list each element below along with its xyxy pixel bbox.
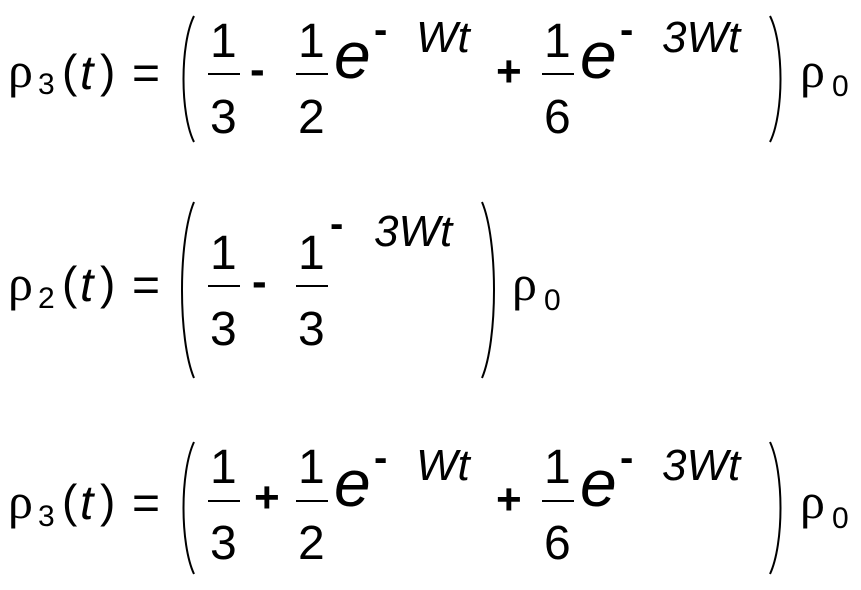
fraction-numerator: 1 xyxy=(298,227,325,280)
exponent-sign: - xyxy=(374,436,388,480)
exponential-base: e xyxy=(334,18,371,92)
rho-subscript: 2 xyxy=(38,282,55,315)
equation-2: ρ 2 ( t ) = 1 3 - 1 3 - 3Wt ρ 0 xyxy=(0,196,861,386)
exponential-base: e xyxy=(334,446,371,520)
big-right-paren xyxy=(481,201,495,379)
time-variable: t xyxy=(80,259,94,312)
fraction-numerator: 1 xyxy=(298,15,325,68)
big-left-paren xyxy=(182,15,195,143)
rho-symbol: ρ xyxy=(8,42,33,98)
close-paren: ) xyxy=(100,257,116,309)
exponent-sign: - xyxy=(620,436,634,480)
fraction-bar xyxy=(296,73,328,75)
close-paren: ) xyxy=(100,45,116,97)
exponent-sign: - xyxy=(330,202,344,246)
rho-subscript: 3 xyxy=(38,500,55,533)
operator: + xyxy=(496,47,522,96)
fraction-bar xyxy=(296,500,328,502)
equals-sign: = xyxy=(132,477,161,530)
fraction-denominator: 3 xyxy=(298,303,325,356)
equation-3: ρ 3 ( t ) = 1 3 + 1 2 e - Wt + 1 6 e - 3… xyxy=(0,430,861,590)
close-paren: ) xyxy=(100,475,116,527)
fraction-denominator: 3 xyxy=(210,91,237,144)
equals-sign: = xyxy=(132,259,161,312)
fraction-denominator: 3 xyxy=(210,517,237,570)
big-left-paren xyxy=(181,201,195,379)
rho-symbol: ρ xyxy=(512,255,537,311)
fraction-bar xyxy=(208,73,240,75)
fraction-bar xyxy=(208,500,240,502)
fraction-denominator: 3 xyxy=(210,303,237,356)
open-paren: ( xyxy=(62,257,78,309)
fraction-bar xyxy=(542,73,574,75)
exponential-base: e xyxy=(580,18,617,92)
rho-symbol: ρ xyxy=(8,473,33,529)
fraction-bar xyxy=(296,285,328,287)
big-left-paren xyxy=(182,441,195,575)
equation-1: ρ 3 ( t ) = 1 3 - 1 2 e - Wt + 1 6 e - 3… xyxy=(0,0,861,160)
operator: + xyxy=(254,473,280,522)
rho-symbol: ρ xyxy=(800,473,825,529)
fraction-denominator: 2 xyxy=(298,91,325,144)
fraction-denominator: 2 xyxy=(298,517,325,570)
time-variable: t xyxy=(80,47,94,100)
exponent: Wt xyxy=(416,441,470,490)
exponent-sign: - xyxy=(620,8,634,52)
exponent: Wt xyxy=(416,13,470,62)
fraction-bar xyxy=(208,285,240,287)
exponent: 3Wt xyxy=(374,207,453,256)
fraction-denominator: 6 xyxy=(544,517,571,570)
big-right-paren xyxy=(769,15,782,143)
rho-symbol: ρ xyxy=(8,255,33,311)
time-variable: t xyxy=(80,477,94,530)
rho-subscript: 0 xyxy=(832,502,849,535)
operator: - xyxy=(250,45,265,94)
operator: - xyxy=(252,257,267,306)
fraction-numerator: 1 xyxy=(210,227,237,280)
big-right-paren xyxy=(769,441,782,575)
open-paren: ( xyxy=(62,475,78,527)
rho-subscript: 0 xyxy=(832,70,849,103)
exponent-sign: - xyxy=(374,8,388,52)
rho-subscript: 0 xyxy=(544,284,561,317)
rho-subscript: 3 xyxy=(38,68,55,101)
fraction-numerator: 1 xyxy=(210,15,237,68)
fraction-numerator: 1 xyxy=(210,441,237,494)
operator: + xyxy=(496,475,522,524)
exponent: 3Wt xyxy=(662,13,741,62)
fraction-denominator: 6 xyxy=(544,91,571,144)
fraction-numerator: 1 xyxy=(298,441,325,494)
exponent: 3Wt xyxy=(662,441,741,490)
fraction-numerator: 1 xyxy=(544,441,571,494)
open-paren: ( xyxy=(62,45,78,97)
exponential-base: e xyxy=(580,446,617,520)
rho-symbol: ρ xyxy=(800,42,825,98)
fraction-bar xyxy=(542,500,574,502)
equals-sign: = xyxy=(132,47,161,100)
fraction-numerator: 1 xyxy=(544,15,571,68)
